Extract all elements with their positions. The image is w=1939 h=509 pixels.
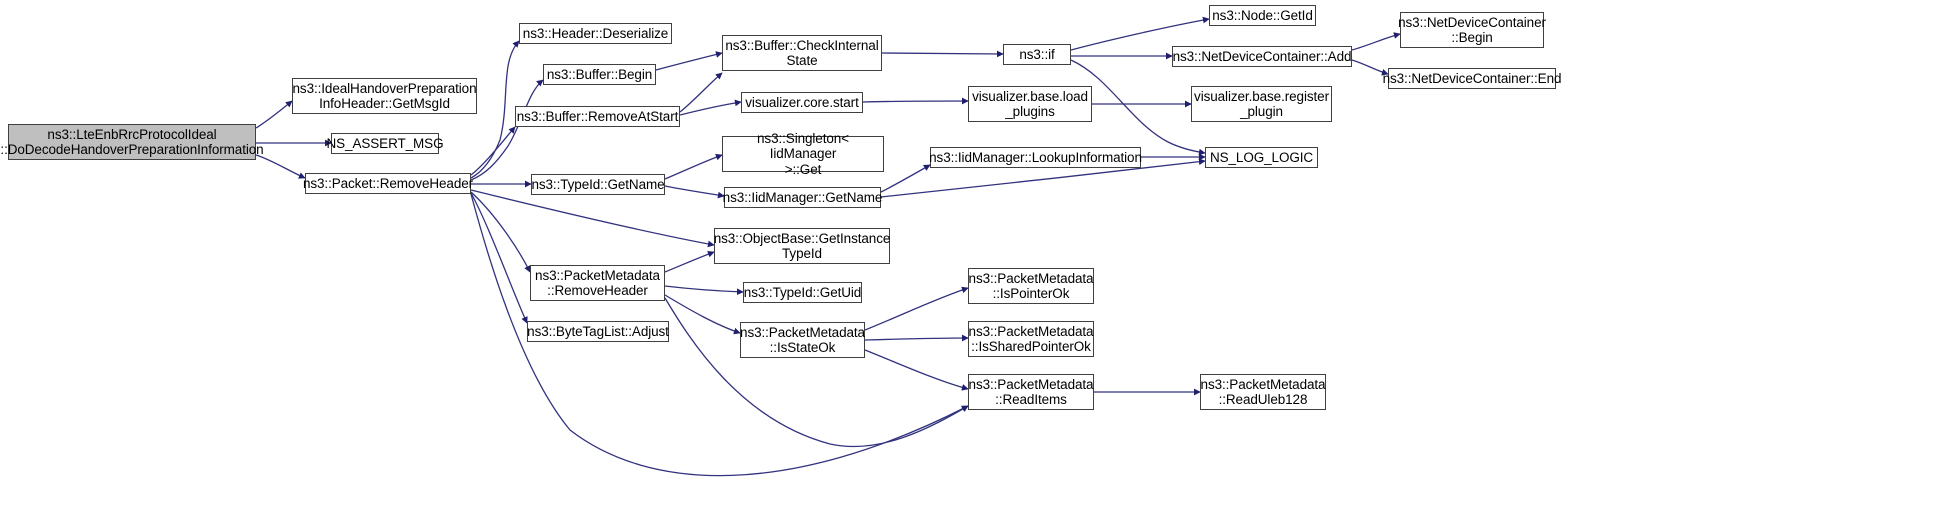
graph-edge-pmremovehdr-to-isstateok [664, 294, 741, 335]
graph-edge-removehdr-to-bufbegin [470, 79, 544, 181]
graph-node-btladjust[interactable]: ns3::ByteTagList::Adjust [527, 321, 669, 342]
graph-node-bufremove[interactable]: ns3::Buffer::RemoveAtStart [515, 106, 680, 127]
graph-node-ndcbegin[interactable]: ns3::NetDeviceContainer ::Begin [1398, 12, 1546, 48]
graph-node-nslog[interactable]: NS_LOG_LOGIC [1205, 147, 1318, 168]
graph-edge-removehdr-to-pmremovehdr [470, 191, 531, 273]
graph-edge-pmremovehdr-to-readitems [664, 297, 969, 448]
graph-node-readuleb[interactable]: ns3::PacketMetadata ::ReadUleb128 [1200, 374, 1326, 410]
graph-edge-isstateok-to-readitems [864, 349, 969, 391]
graph-node-objbase[interactable]: ns3::ObjectBase::GetInstance TypeId [714, 228, 890, 264]
graph-node-removehdr[interactable]: ns3::Packet::RemoveHeader [303, 173, 473, 194]
graph-edge-bufremove-to-vizstart [679, 99, 742, 116]
graph-edge-pmremovehdr-to-objbase [664, 250, 715, 273]
graph-node-singleton[interactable]: ns3::Singleton< IidManager >::Get [722, 131, 884, 177]
graph-node-assert[interactable]: NS_ASSERT_MSG [327, 133, 444, 154]
graph-node-pmremovehdr[interactable]: ns3::PacketMetadata ::RemoveHeader [530, 265, 665, 301]
graph-edge-bufremove-to-checkint [679, 72, 723, 113]
graph-node-checkint[interactable]: ns3::Buffer::CheckInternal State [722, 35, 882, 71]
graph-edge-isstateok-to-issharedptr [864, 334, 969, 342]
graph-node-readitems[interactable]: ns3::PacketMetadata ::ReadItems [968, 374, 1094, 410]
graph-node-ndcend[interactable]: ns3::NetDeviceContainer::End [1383, 68, 1562, 89]
graph-node-vizstart[interactable]: visualizer.core.start [741, 92, 863, 113]
graph-edge-iidname-to-lookupinfo [880, 164, 931, 193]
graph-edge-pmremovehdr-to-typeiduid [664, 285, 744, 296]
graph-node-nsif[interactable]: ns3::if [1003, 44, 1071, 65]
graph-node-isstateok[interactable]: ns3::PacketMetadata ::IsStateOk [740, 322, 865, 358]
graph-edge-removehdr-to-btladjust [470, 192, 528, 324]
graph-node-root[interactable]: ns3::LteEnbRrcProtocolIdeal ::DoDecodeHa… [0, 124, 264, 160]
graph-edge-root-to-getmsgid [255, 100, 293, 129]
graph-node-ispointer[interactable]: ns3::PacketMetadata ::IsPointerOk [968, 268, 1094, 304]
graph-node-nodegetid[interactable]: ns3::Node::GetId [1209, 5, 1316, 26]
graph-edge-typeidname-to-iidname [664, 185, 725, 199]
graph-edge-checkint-to-nsif [881, 50, 1004, 58]
graph-edge-ndcadd-to-ndcbegin [1351, 32, 1401, 51]
graph-node-iidname[interactable]: ns3::IidManager::GetName [723, 187, 882, 208]
graph-node-typeidname[interactable]: ns3::TypeId::GetName [531, 174, 665, 195]
graph-node-deser[interactable]: ns3::Header::Deserialize [519, 23, 672, 44]
graph-edge-removehdr-to-deser [470, 40, 520, 179]
graph-node-typeiduid[interactable]: ns3::TypeId::GetUid [743, 282, 862, 303]
graph-edge-bufbegin-to-checkint [655, 51, 723, 71]
graph-node-getmsgid[interactable]: ns3::IdealHandoverPreparation InfoHeader… [292, 78, 477, 114]
graph-node-issharedptr[interactable]: ns3::PacketMetadata ::IsSharedPointerOk [968, 321, 1094, 357]
graph-node-bufbegin[interactable]: ns3::Buffer::Begin [543, 64, 656, 85]
graph-edge-typeidname-to-singleton [664, 153, 723, 180]
graph-edge-vizstart-to-bloadplug [862, 97, 969, 105]
graph-edge-isstateok-to-ispointer [864, 286, 969, 331]
graph-node-lookupinfo[interactable]: ns3::IidManager::LookupInformation [929, 147, 1142, 168]
graph-node-bloadplug[interactable]: visualizer.base.load _plugins [968, 86, 1092, 122]
graph-edge-removehdr-to-objbase [470, 189, 715, 248]
graph-node-bregplug[interactable]: visualizer.base.register _plugin [1191, 86, 1332, 122]
graph-edge-removehdr-to-bufremove [470, 126, 516, 176]
graph-node-ndcadd[interactable]: ns3::NetDeviceContainer::Add [1172, 46, 1352, 67]
graph-edge-root-to-removehdr [255, 154, 306, 179]
